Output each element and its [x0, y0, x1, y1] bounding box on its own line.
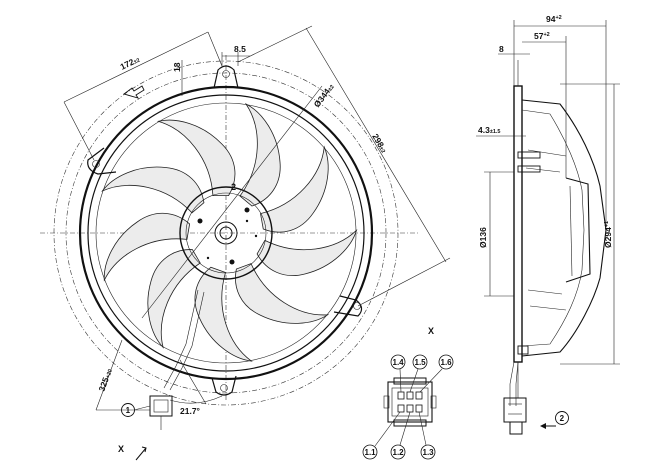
connector-housing [387, 381, 433, 423]
dim-hub-diameter: Ø136 [478, 227, 488, 248]
cable-assembly [149, 289, 205, 430]
callout-2: 2 [560, 414, 565, 423]
fan-blade [235, 263, 330, 324]
pin-label-bottom-2: 1.2 [393, 448, 405, 457]
pin-label-top-3: 1.6 [441, 358, 453, 367]
connector-view-title: X [428, 326, 434, 336]
fan-blade [194, 266, 253, 362]
shroud-outer-ring [78, 85, 374, 381]
fan-blade [147, 249, 201, 349]
fan-blade [239, 102, 281, 207]
fan-blade [103, 212, 191, 282]
callout-2-circle [555, 411, 569, 425]
pin-label-top-1: 1.4 [393, 358, 405, 367]
mounting-lug-right [333, 295, 363, 317]
dim-depth: 94+2 [546, 14, 562, 24]
dim-outer-diameter: Ø294+1 [603, 221, 613, 248]
shroud-inner-ring [87, 94, 365, 372]
fan-blade [256, 228, 358, 276]
connector-view: X 1.4 1.5 1.6 1.1 1.2 1.3 [362, 326, 454, 460]
mounting-lug-bottom [211, 375, 237, 396]
airflow-direction-arrow [123, 85, 145, 99]
dim-lug-height: 18 [172, 62, 182, 72]
pin-cavity [415, 391, 423, 400]
fan-blade [156, 119, 236, 197]
mounting-lug-left [87, 147, 117, 175]
pin-label-bottom-3: 1.3 [423, 448, 435, 457]
pin-cavity [397, 391, 405, 400]
view-marker-x: X [118, 444, 124, 454]
dim-hub-depth: 57+2 [534, 31, 550, 41]
dim-chord: 172±2 [118, 54, 141, 72]
side-connector [503, 397, 527, 423]
view-arrow [135, 446, 147, 461]
shroud-flange [513, 85, 523, 363]
fan-blade [101, 166, 205, 214]
front-view: 2 8.5 18 172±2 Ø344±2 [40, 25, 451, 461]
hub-marking: 2 [231, 182, 236, 192]
side-hub [565, 177, 591, 283]
fan-blade [260, 145, 329, 233]
callout-1: 1 [126, 406, 131, 415]
pin-cavity [415, 404, 423, 413]
pin-cavity [406, 391, 414, 400]
pin-cavity [397, 404, 405, 413]
fan-body-profile [521, 99, 607, 357]
mounting-lug-top [213, 65, 239, 89]
pin-label-bottom-1: 1.1 [365, 448, 377, 457]
dim-span: 298±2 [370, 132, 389, 155]
dim-angle: 21.7° [180, 406, 201, 416]
pin-cavity [406, 404, 414, 413]
dim-flange: 8 [499, 44, 504, 54]
fan-blades [101, 102, 358, 362]
dim-offset: 4.3±1.5 [478, 125, 501, 135]
dim-flange-width: 8.5 [234, 44, 246, 54]
pin-label-top-2: 1.5 [415, 358, 427, 367]
side-view: 94+2 57+2 8 4.3±1.5 Ø136 Ø294+1 2 [476, 14, 620, 435]
motor-hub [179, 186, 273, 280]
dim-cable-length: 325+20 [96, 367, 113, 393]
